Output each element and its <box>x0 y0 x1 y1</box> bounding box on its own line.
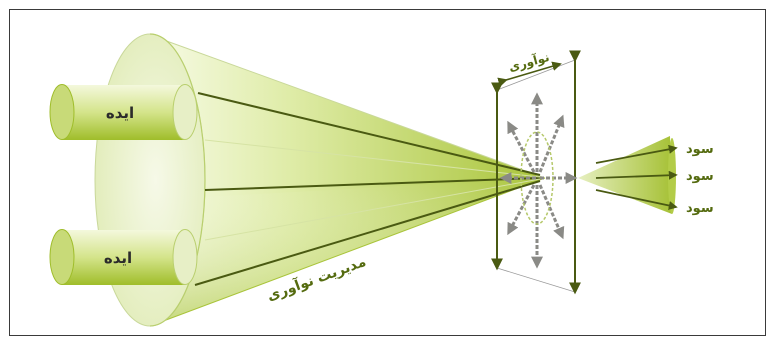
benefit-label-3: سود <box>686 201 714 216</box>
benefit-label-2: سود <box>686 169 714 184</box>
idea-cylinder-top: ایده <box>50 85 197 141</box>
idea-cylinder-bottom: ایده <box>50 230 197 286</box>
output-cone <box>578 136 676 214</box>
innovation-label: نوآوری <box>507 49 551 75</box>
idea-label-top: ایده <box>106 104 134 122</box>
idea-label-bottom: ایده <box>104 249 132 267</box>
benefit-label-1: سود <box>686 142 714 157</box>
